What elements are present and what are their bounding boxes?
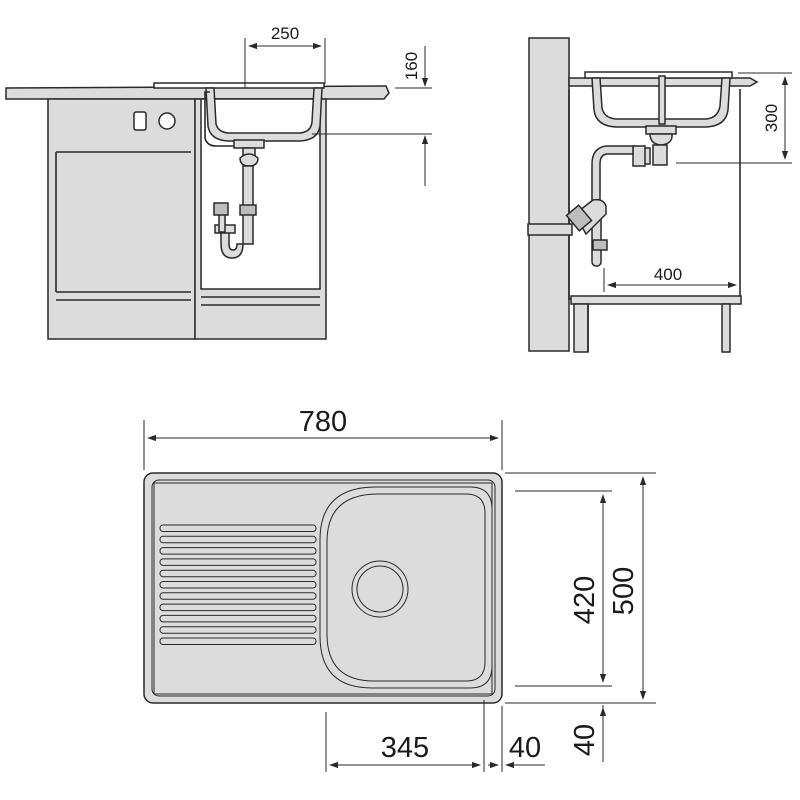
drainer-groove	[159, 626, 317, 634]
overflow-tube	[204, 91, 238, 147]
drainer-groove	[159, 569, 317, 578]
label-420: 420	[569, 576, 601, 624]
drainer-groove	[159, 524, 317, 532]
sink-rim	[153, 82, 325, 89]
sink-bowl	[319, 486, 493, 689]
drainer-groove	[159, 558, 317, 566]
drain-hole-outer	[351, 560, 409, 618]
label-300: 300	[762, 104, 781, 132]
drainer-grooves	[159, 524, 317, 645]
bowl-profile	[591, 77, 731, 128]
drainer-groove	[159, 535, 317, 544]
dimension-780: 780	[143, 406, 503, 470]
drainer-groove	[159, 614, 317, 623]
drainer-groove	[159, 547, 317, 555]
dimension-40-horizontal: 40	[488, 706, 545, 772]
drainer-groove	[159, 637, 317, 645]
label-345: 345	[381, 732, 429, 764]
dimension-420: 420	[515, 490, 612, 687]
label-780: 780	[299, 406, 347, 438]
profile-drain-trap	[527, 125, 677, 267]
label-40-vertical: 40	[569, 724, 601, 756]
label-160: 160	[402, 52, 421, 80]
dimension-300: 300	[676, 72, 792, 164]
base-cabinet	[47, 98, 196, 340]
sink-outer-rim	[143, 472, 503, 704]
drainer-groove	[159, 581, 317, 589]
drain-hole-inner	[356, 565, 404, 613]
drain-trap	[213, 139, 265, 259]
label-40-horizontal: 40	[509, 732, 541, 764]
dimension-400: 400	[603, 265, 737, 292]
label-500: 500	[608, 567, 640, 615]
sink-inner-rim	[151, 479, 496, 697]
wall	[528, 37, 570, 352]
profile-section-view: 300 400	[527, 37, 792, 353]
dimension-40-vertical: 40	[569, 705, 607, 762]
sink-bowl-inner	[326, 493, 486, 682]
dimension-160: 160	[312, 46, 432, 186]
drainer-groove	[159, 603, 317, 612]
side-elevation-view: 250 160	[5, 24, 432, 340]
dimension-345: 345	[325, 700, 485, 772]
drainer-panel	[153, 482, 493, 695]
control-knob	[158, 112, 176, 130]
control-switch	[133, 111, 147, 131]
sink-bowl-section	[205, 87, 323, 142]
label-250: 250	[271, 24, 299, 43]
top-view: 780 500 420 40 345	[143, 406, 656, 772]
label-400: 400	[654, 265, 682, 284]
dimension-500: 500	[505, 472, 656, 704]
dimension-250: 250	[244, 24, 326, 88]
drainer-groove	[159, 592, 317, 600]
